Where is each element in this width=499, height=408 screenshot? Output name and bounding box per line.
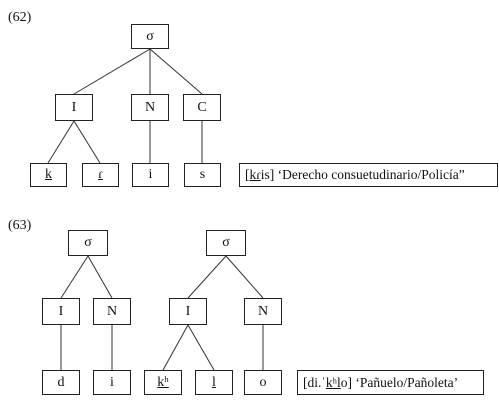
segment-node: kʰ	[144, 370, 182, 395]
gloss-bracket-close: ]	[269, 167, 275, 182]
gloss-translation: ‘Derecho consuetudinario/Policía”	[277, 167, 465, 182]
gloss-translation: ‘Pañuelo/Pañoleta’	[355, 374, 459, 390]
gloss-form-underlined: kʰl	[325, 374, 341, 390]
segment-node: i	[132, 163, 169, 187]
segment-node: d	[42, 370, 80, 395]
onset-node: I	[55, 94, 93, 121]
nucleus-node: N	[131, 94, 169, 121]
branch-onset-kh-63	[162, 324, 189, 371]
segment-node: l	[195, 370, 233, 395]
branch-onset-l-63	[187, 324, 215, 371]
branch-sigma-onset-62	[73, 48, 151, 95]
coda-node: C	[183, 94, 221, 121]
nucleus-node: N	[93, 298, 131, 325]
branch-onset-k-62	[47, 120, 75, 164]
segment-label: l	[212, 374, 216, 390]
syllable-node: σ	[68, 230, 108, 256]
branch-sigma2-nucleus-63	[225, 255, 264, 299]
branch-sigma1-onset-63	[60, 255, 89, 299]
segment-label: k	[45, 167, 52, 182]
branch-onset-r-62	[73, 120, 101, 164]
segment-node: k	[30, 163, 67, 187]
gloss-bracket-open: [	[245, 167, 250, 182]
segment-node: ɾ	[82, 163, 119, 187]
gloss-form-underlined: kɾ	[249, 167, 261, 182]
segment-node: i	[93, 370, 131, 395]
branch-sigma2-onset-63	[187, 255, 227, 299]
gloss-form-rest: o	[340, 374, 348, 390]
segment-label: kʰ	[157, 374, 169, 390]
onset-node: I	[42, 298, 80, 325]
syllable-node: σ	[131, 24, 169, 49]
segment-node: o	[244, 370, 282, 395]
example-number: (63)	[8, 218, 32, 233]
branch-sigma-coda-62	[149, 48, 203, 95]
gloss-bracket-open: [di.ˈ	[303, 374, 326, 390]
onset-node: I	[169, 298, 207, 325]
gloss-form-rest: is	[260, 167, 270, 182]
nucleus-node: N	[244, 298, 282, 325]
example-number: (62)	[8, 10, 32, 25]
gloss-bracket-close: ]	[347, 374, 352, 390]
syllable-node: σ	[206, 230, 246, 256]
branch-sigma1-nucleus-63	[87, 255, 113, 299]
segment-label: ɾ	[98, 167, 103, 182]
segment-node: s	[184, 163, 221, 187]
